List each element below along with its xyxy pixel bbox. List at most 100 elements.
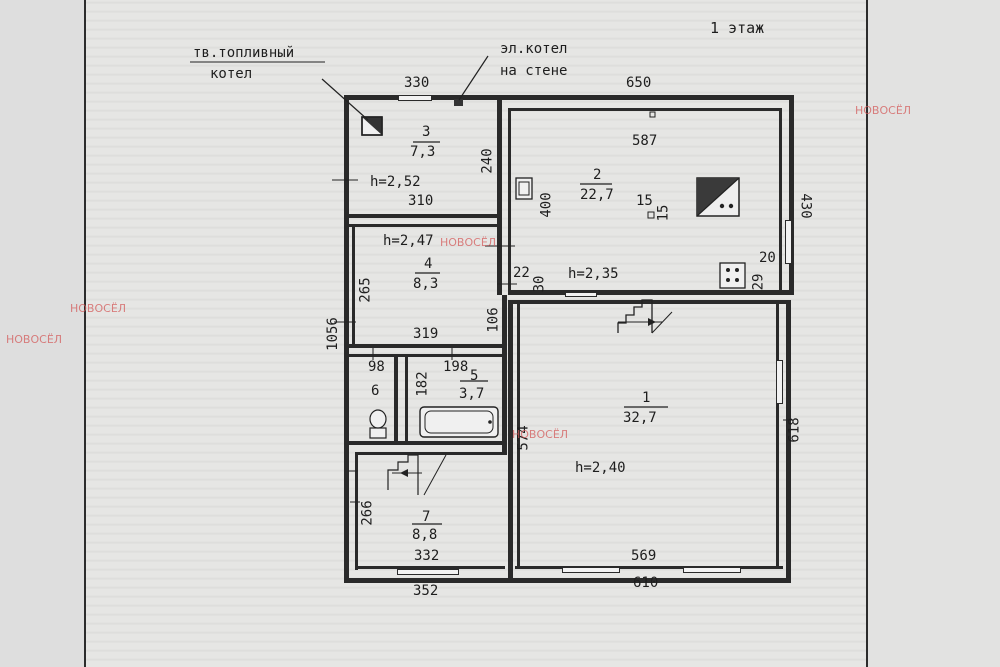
dim-30: 30: [531, 275, 548, 293]
wall: [508, 108, 511, 295]
dim-overall-height: 1056: [324, 317, 341, 351]
wall: [394, 354, 398, 444]
watermark: НОВОСЁЛ: [512, 428, 569, 441]
wall: [355, 566, 505, 569]
dim-room2-w1: 15: [636, 193, 653, 209]
bathtub-inner: [424, 410, 494, 434]
watermark: НОВОСЁЛ: [440, 236, 497, 249]
wall: [349, 354, 507, 357]
dim-20: 20: [759, 250, 776, 266]
room1-height: h=2,40: [575, 460, 626, 476]
dim-room7-width: 332: [414, 548, 440, 564]
dim-room5-width: 198: [443, 359, 469, 375]
wall: [355, 452, 505, 455]
right-margin: [866, 0, 1000, 667]
room7-area: 8,8: [412, 527, 438, 543]
right-border-line: [866, 0, 868, 667]
wall: [344, 95, 349, 583]
dim-right-upper: 430: [797, 193, 814, 219]
solid-fuel-boiler-note-2: котел: [210, 66, 253, 82]
wall: [497, 95, 502, 295]
wall: [502, 295, 507, 455]
dim-room1-width: 569: [631, 548, 657, 564]
room4-height: h=2,47: [383, 233, 434, 249]
dim-room5-height: 182: [414, 371, 431, 397]
electric-boiler-note: эл.котел: [500, 41, 568, 57]
dim-room4-width: 319: [413, 326, 439, 342]
arrow-head: [400, 469, 408, 477]
wall: [779, 108, 782, 291]
window: [398, 95, 432, 101]
burner: [719, 203, 725, 209]
watermark: НОВОСЁЛ: [70, 302, 127, 315]
dim-room6-width: 98: [368, 359, 385, 375]
wall: [502, 95, 794, 100]
burner: [735, 268, 739, 272]
dim-room2-width: 587: [632, 133, 658, 149]
dim-bottom-right: 610: [633, 575, 659, 591]
wall: [508, 300, 513, 583]
room4-area: 8,3: [413, 276, 439, 292]
dim-room4-height: 265: [357, 277, 374, 303]
stove-diagonal: [696, 177, 740, 217]
toilet-tank: [369, 427, 387, 439]
window: [562, 567, 620, 573]
wall: [349, 441, 507, 445]
room1-number: 1: [642, 390, 651, 406]
burner: [726, 278, 730, 282]
dim-room2-height: 400: [538, 192, 555, 218]
dim-room7-height: 266: [359, 500, 376, 526]
wall: [789, 95, 794, 295]
stairs-icon: [617, 299, 653, 333]
room3-height: h=2,52: [370, 174, 421, 190]
watermark: НОВОСЁЛ: [6, 333, 63, 346]
room3-number: 3: [422, 124, 431, 140]
stairs-icon: [387, 454, 419, 495]
arrow-head: [648, 318, 656, 326]
dim-room2-w2: 15: [655, 204, 672, 222]
wall: [786, 300, 791, 583]
wall: [508, 578, 791, 583]
room4-number: 4: [424, 256, 433, 272]
dim-right-lower: 618: [786, 417, 803, 443]
wall: [352, 224, 355, 344]
room5-number: 5: [470, 368, 479, 384]
dim-22: 22: [513, 265, 530, 281]
solid-fuel-boiler-note: тв.топливный: [193, 45, 295, 61]
wall: [405, 357, 408, 444]
stair-break: [423, 454, 447, 496]
room2-number: 2: [593, 167, 602, 183]
wall: [508, 300, 790, 304]
vent-icon: [649, 111, 656, 118]
wall: [508, 290, 794, 295]
wall: [776, 304, 779, 568]
leader-line: [321, 78, 369, 121]
electric-boiler-note-2: на стене: [500, 63, 568, 79]
dim-bottom-left: 352: [413, 583, 439, 599]
electric-boiler-icon: [454, 99, 463, 106]
wall: [517, 304, 520, 568]
watermark: НОВОСЁЛ: [855, 104, 912, 117]
room3-area: 7,3: [410, 144, 436, 160]
toilet-icon: [369, 409, 387, 429]
wall: [515, 566, 783, 569]
wall: [349, 224, 497, 227]
boiler-hatch: [362, 117, 382, 135]
boiler-outline: [361, 116, 383, 136]
room7-number: 7: [422, 509, 431, 525]
room2-area: 22,7: [580, 187, 614, 203]
column-icon: [647, 211, 655, 219]
window: [565, 292, 597, 297]
room1-area: 32,7: [623, 410, 657, 426]
wall: [344, 578, 508, 583]
burner: [735, 278, 739, 282]
wall: [508, 108, 782, 111]
room6-number: 6: [371, 383, 380, 399]
dim-room4-right: 106: [485, 307, 502, 333]
room5-area: 3,7: [459, 386, 485, 402]
hob-icon: [719, 262, 746, 289]
dim-room3-width: 310: [408, 193, 434, 209]
leader-line: [458, 55, 489, 101]
room2-height: h=2,35: [568, 266, 619, 282]
